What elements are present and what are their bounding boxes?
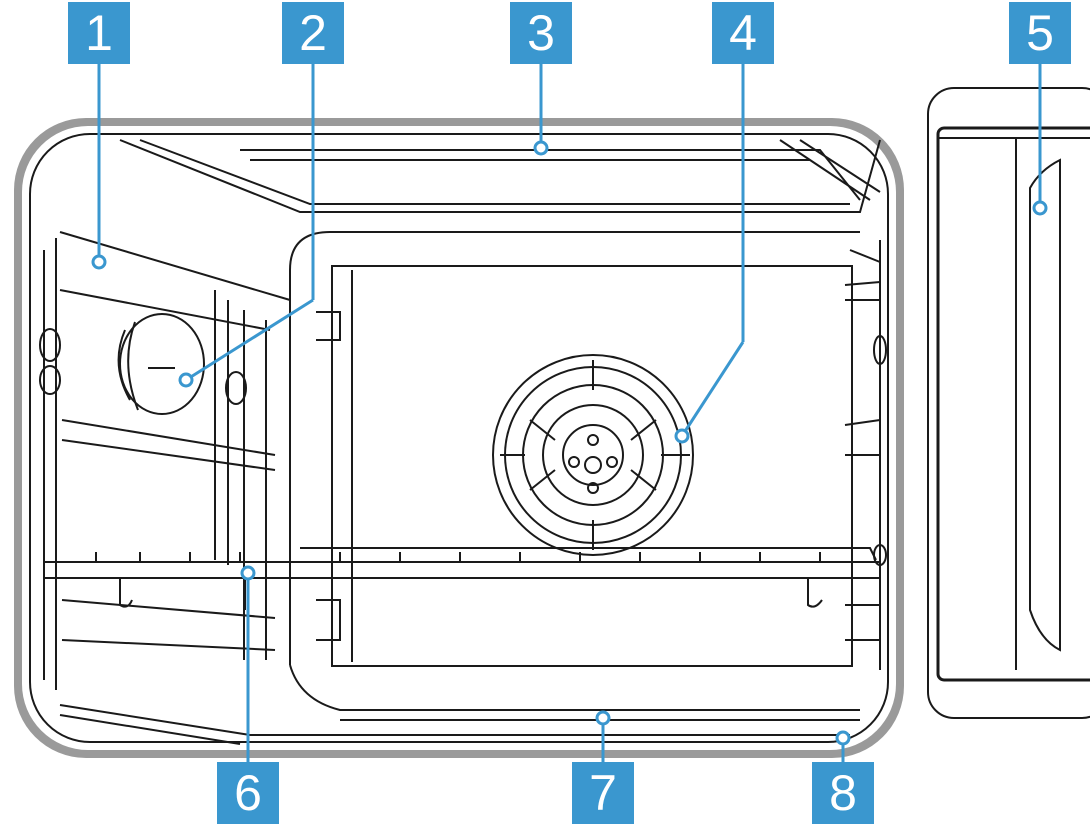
oven-lamp [117, 313, 205, 415]
callout-label-7: 7 [572, 762, 634, 824]
oven-frame [14, 118, 904, 758]
callout-label-3: 3 [510, 2, 572, 64]
leader-lines [91, 62, 1048, 770]
left-wall [39, 231, 291, 690]
wire-rack [43, 547, 881, 610]
back-wall [289, 231, 860, 667]
callout-label-4: 4 [712, 2, 774, 64]
callout-label-6: 6 [217, 762, 279, 824]
callout-label-2: 2 [282, 2, 344, 64]
callout-label-8: 8 [812, 762, 874, 824]
oven-ceiling [119, 139, 881, 213]
callout-label-5: 5 [1009, 2, 1071, 64]
callout-label-1: 1 [68, 2, 130, 64]
door-panel [927, 87, 1090, 719]
right-wall [844, 240, 887, 670]
fan-cover [492, 354, 694, 556]
